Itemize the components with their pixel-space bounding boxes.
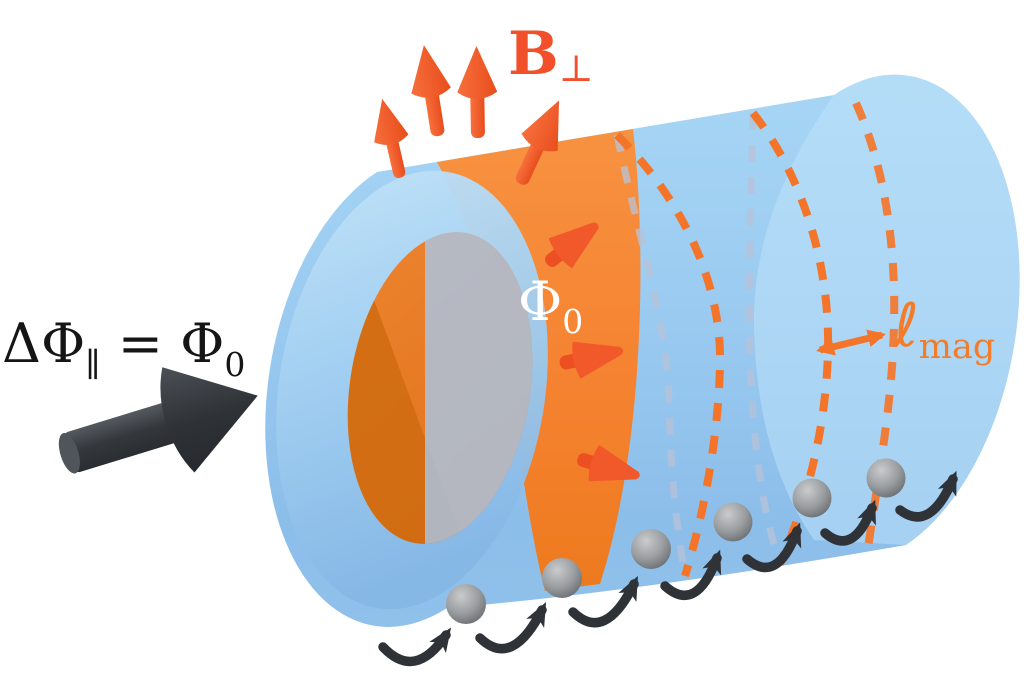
flux-input-arrow (58, 367, 258, 474)
mag-length-base: ℓ (893, 291, 919, 361)
hop-arrow (742, 522, 802, 573)
band-flux-base: Φ (518, 270, 562, 333)
b-field-arrow (404, 41, 459, 140)
electron-sphere (446, 584, 486, 624)
mag-length-dimension-arrow (816, 329, 886, 356)
hop-arrow (475, 601, 547, 654)
dashed-ring (614, 132, 725, 578)
hop-arrows (378, 470, 958, 667)
electron-sphere (631, 529, 671, 569)
b-perp-base: B (508, 19, 559, 89)
mag-length-label: ℓmag (893, 291, 995, 367)
dashed-rings-back (613, 112, 784, 577)
band-flux-label: Φ0 (518, 270, 583, 341)
mag-length-sub: mag (919, 327, 995, 367)
electron-sphere (866, 458, 906, 498)
hop-arrow (660, 549, 722, 600)
b-field-arrow (456, 45, 499, 139)
electron-sphere (792, 478, 832, 518)
electron-sphere (542, 558, 582, 598)
electron-hopping-chain (378, 458, 958, 667)
flux-equation-label: ΔΦ∥ = Φ0 (2, 312, 245, 384)
dashed-ring-back (745, 112, 784, 566)
b-perp-sub: ⊥ (559, 47, 594, 90)
flux-equation-parallel-sub: ∥ (85, 345, 100, 384)
hop-arrow (820, 499, 877, 546)
flux-equation-mid: = Φ (101, 312, 225, 375)
b-perp-label: B⊥ (508, 19, 594, 90)
dashed-ring-back (613, 134, 689, 577)
flux-equation-zero-sub: 0 (224, 345, 245, 384)
electron-sphere (713, 502, 753, 542)
hop-arrow (568, 575, 639, 628)
hop-arrow (895, 470, 958, 522)
cylinder-shell (265, 74, 1020, 627)
band-flux-sub: 0 (562, 302, 583, 341)
hop-arrow (378, 627, 452, 667)
electrons (446, 458, 906, 624)
flux-equation-lhs: ΔΦ (2, 312, 85, 375)
